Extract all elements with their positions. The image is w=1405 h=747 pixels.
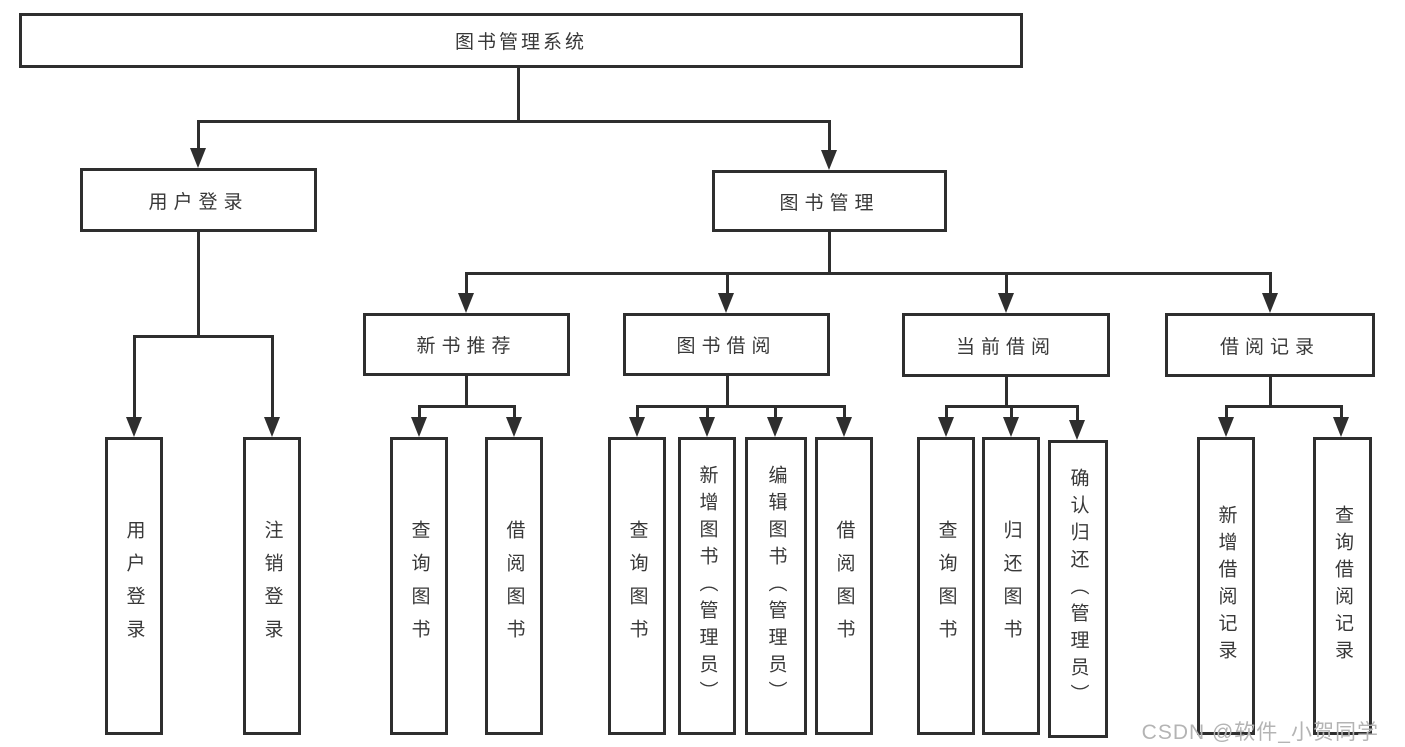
node-current-borrow: 当前借阅 (902, 313, 1110, 377)
leaf-query-books-borrow-label: 查询图书 (626, 520, 648, 652)
connector-borrow-records-trunk (1269, 377, 1272, 407)
arrow-down-icon (821, 150, 837, 170)
arrow-down-icon (1333, 417, 1349, 437)
arrow-down-icon (1069, 420, 1085, 440)
arrow-down-icon (718, 293, 734, 313)
connector-root-trunk (517, 68, 520, 120)
leaf-query-books-recommend: 查询图书 (390, 437, 448, 735)
connector-borrow-records-bus (1225, 405, 1343, 408)
arrow-down-icon (506, 417, 522, 437)
leaf-query-borrow-record-label: 查询借阅记录 (1332, 505, 1353, 667)
node-new-book-recommend: 新书推荐 (363, 313, 570, 376)
arrow-down-icon (1218, 417, 1234, 437)
node-root: 图书管理系统 (19, 13, 1023, 68)
node-user-login: 用户登录 (80, 168, 317, 232)
node-borrow-records: 借阅记录 (1165, 313, 1375, 377)
connector-user-login-trunk (197, 232, 200, 337)
arrow-down-icon (264, 417, 280, 437)
connector-drop-leaf (1076, 405, 1079, 422)
node-book-borrow-label: 图书借阅 (676, 336, 777, 357)
leaf-borrow-books-borrow-label: 借阅图书 (833, 520, 855, 652)
leaf-return-books-label: 归还图书 (1000, 520, 1022, 652)
connector-new-book-bus (418, 405, 516, 408)
connector-drop-current-borrow (1005, 272, 1008, 296)
connector-book-borrow-trunk (726, 376, 729, 407)
node-book-management-label: 图书管理 (779, 192, 880, 214)
leaf-query-books-current: 查询图书 (917, 437, 975, 735)
arrow-down-icon (126, 417, 142, 437)
leaf-user-login: 用户登录 (105, 437, 163, 735)
leaf-add-borrow-record-label: 新增借阅记录 (1215, 505, 1237, 667)
connector-level3-bus (465, 272, 1272, 275)
arrow-down-icon (190, 148, 206, 168)
connector-drop-leaf (513, 405, 516, 419)
csdn-watermark: CSDN @软件_小贺同学 (1141, 721, 1379, 744)
leaf-edit-book-admin: 编辑图书（管理员） (745, 437, 807, 735)
connector-drop-book-management (828, 120, 831, 152)
arrow-down-icon (629, 417, 645, 437)
leaf-borrow-books-recommend-label: 借阅图书 (503, 520, 525, 652)
arrow-down-icon (938, 417, 954, 437)
connector-drop-book-borrow (726, 272, 729, 296)
leaf-query-books-current-label: 查询图书 (935, 520, 957, 652)
connector-new-book-trunk (465, 376, 468, 407)
leaf-confirm-return-admin-label: 确认归还（管理员） (1067, 467, 1089, 711)
connector-drop-borrow-records (1269, 272, 1272, 296)
connector-level2-bus (197, 120, 831, 123)
leaf-borrow-books-borrow: 借阅图书 (815, 437, 873, 735)
arrow-down-icon (458, 293, 474, 313)
connector-drop-leaf (636, 405, 639, 419)
connector-drop-leaf (271, 335, 274, 419)
connector-current-borrow-trunk (1005, 377, 1008, 407)
connector-drop-leaf (774, 405, 777, 419)
connector-user-login-bus (133, 335, 274, 338)
connector-drop-leaf (418, 405, 421, 419)
leaf-add-book-admin-label: 新增图书（管理员） (696, 464, 718, 708)
leaf-user-login-label: 用户登录 (123, 520, 145, 652)
node-user-login-label: 用户登录 (148, 191, 249, 213)
connector-book-borrow-bus (636, 405, 846, 408)
arrow-down-icon (411, 417, 427, 437)
node-root-label: 图书管理系统 (454, 32, 587, 53)
connector-drop-leaf (133, 335, 136, 419)
connector-drop-leaf (945, 405, 948, 419)
connector-drop-leaf (1340, 405, 1343, 419)
connector-drop-user-login (197, 120, 200, 150)
leaf-add-borrow-record: 新增借阅记录 (1197, 437, 1255, 735)
node-new-book-recommend-label: 新书推荐 (416, 336, 517, 357)
leaf-query-books-borrow: 查询图书 (608, 437, 666, 735)
arrow-down-icon (1003, 417, 1019, 437)
arrow-down-icon (699, 417, 715, 437)
leaf-confirm-return-admin: 确认归还（管理员） (1048, 440, 1108, 738)
leaf-logout-label: 注销登录 (261, 520, 283, 652)
arrow-down-icon (998, 293, 1014, 313)
arrow-down-icon (1262, 293, 1278, 313)
node-borrow-records-label: 借阅记录 (1219, 336, 1320, 358)
leaf-query-borrow-record: 查询借阅记录 (1313, 437, 1372, 735)
connector-drop-leaf (1010, 405, 1013, 419)
leaf-add-book-admin: 新增图书（管理员） (678, 437, 736, 735)
connector-book-management-trunk (828, 232, 831, 274)
connector-drop-leaf (1225, 405, 1228, 419)
node-book-borrow: 图书借阅 (623, 313, 830, 376)
connector-drop-new-book (465, 272, 468, 296)
arrow-down-icon (836, 417, 852, 437)
leaf-logout: 注销登录 (243, 437, 301, 735)
leaf-borrow-books-recommend: 借阅图书 (485, 437, 543, 735)
connector-drop-leaf (843, 405, 846, 419)
node-book-management: 图书管理 (712, 170, 947, 232)
leaf-query-books-recommend-label: 查询图书 (408, 520, 430, 652)
leaf-return-books: 归还图书 (982, 437, 1040, 735)
node-current-borrow-label: 当前借阅 (955, 336, 1056, 358)
connector-drop-leaf (706, 405, 709, 419)
leaf-edit-book-admin-label: 编辑图书（管理员） (765, 464, 787, 708)
arrow-down-icon (767, 417, 783, 437)
